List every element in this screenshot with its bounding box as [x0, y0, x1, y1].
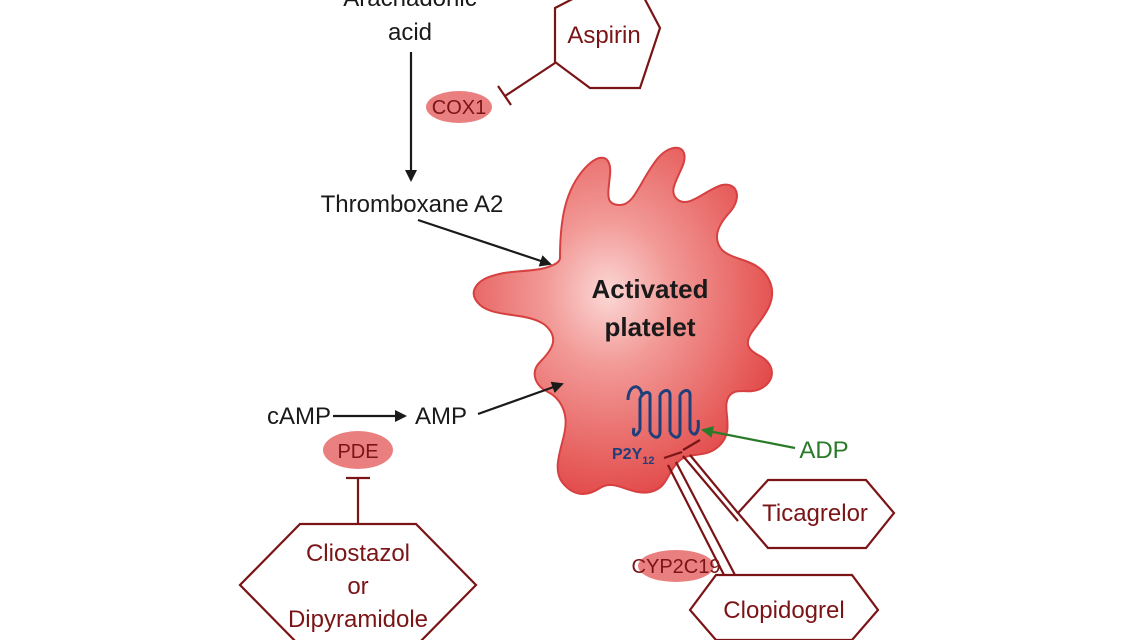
pde-enzyme-badge [323, 431, 393, 469]
camp-label: cAMP [267, 403, 331, 430]
clopidogrel-hexagon [688, 573, 880, 640]
pde-label: PDE [337, 441, 378, 463]
cyp2c19-enzyme-badge [638, 550, 714, 582]
cilostazol-label-line3: Dipyramidole [288, 606, 428, 633]
platelet-cell-icon [472, 146, 773, 495]
clopidogrel-label: Clopidogrel [723, 597, 844, 624]
aspirin-inhibition-bar [497, 85, 512, 106]
arrow-amp-to-platelet [477, 381, 564, 416]
cox1-enzyme-badge [426, 91, 492, 123]
platelet-label-line2: platelet [604, 312, 695, 342]
ticagrelor-inhibition-line-inner [682, 455, 739, 522]
cyp2c19-label: CYP2C19 [632, 556, 721, 578]
clopidogrel-inhibition-bar [663, 450, 683, 460]
platelet-label-line1: Activated [591, 274, 708, 304]
arrow-adp-to-p2y12 [701, 426, 796, 450]
cilostazol-label-line1: Cliostazol [306, 540, 410, 567]
amp-label: AMP [415, 403, 467, 430]
arachidonic-acid-label-line2: acid [388, 19, 432, 46]
ticagrelor-hexagon [736, 478, 896, 550]
aspirin-hexagon [553, 0, 662, 90]
thromboxane-label: Thromboxane A2 [321, 191, 504, 218]
clopidogrel-inhibition-line-inner [667, 464, 725, 576]
ticagrelor-inhibition-line [689, 454, 739, 514]
adp-label: ADP [799, 437, 848, 464]
cox1-label: COX1 [432, 97, 486, 119]
p2y12-receptor-icon [626, 385, 700, 439]
p2y12-label: P2Y12 [612, 446, 655, 467]
clopidogrel-inhibition-line [675, 461, 736, 576]
aspirin-label: Aspirin [567, 22, 640, 49]
ticagrelor-inhibition-bar [682, 439, 701, 451]
arachidonic-acid-label-line1: Arachadonic [343, 0, 476, 12]
aspirin-inhibition-line [504, 62, 556, 97]
arrow-thromboxane-to-platelet [417, 218, 552, 267]
cilostazol-hexagon [238, 522, 478, 640]
ticagrelor-label: Ticagrelor [762, 500, 868, 527]
cilostazol-label-line2: or [347, 573, 368, 600]
